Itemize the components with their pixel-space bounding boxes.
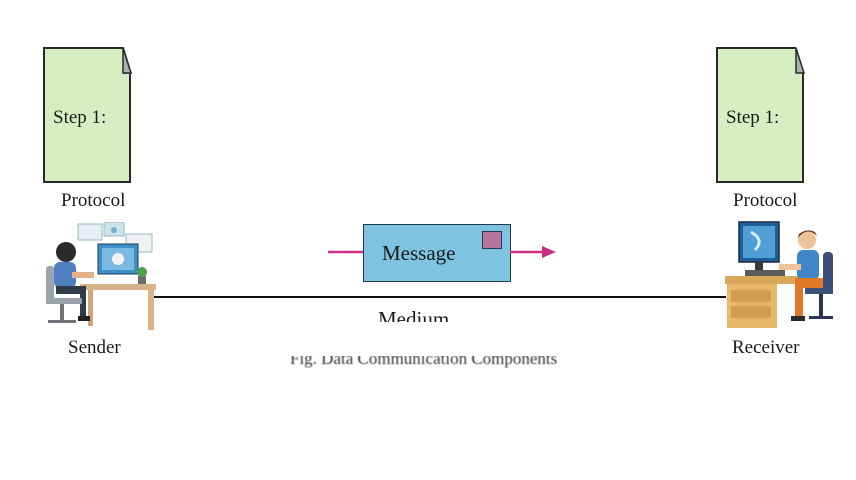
arrow-icon bbox=[328, 250, 364, 254]
receiver-protocol-steps: Step 1: Step 2: Step 3: ............... … bbox=[726, 55, 798, 428]
figure-caption-clip: Fig. Data Communication Components bbox=[290, 356, 590, 368]
receiver-person-icon bbox=[725, 221, 833, 328]
sender-step-line: ............... bbox=[53, 407, 125, 428]
message-envelope: Message bbox=[363, 224, 511, 282]
receiver-step-line: Step 1: bbox=[726, 107, 780, 128]
sender-person-icon bbox=[46, 222, 156, 330]
document-fold-icon bbox=[795, 47, 806, 74]
sender-protocol-label: Protocol bbox=[61, 190, 126, 211]
arrow-icon bbox=[510, 246, 556, 258]
receiver-protocol-document: Step 1: Step 2: Step 3: ............... … bbox=[716, 47, 804, 183]
medium-label-clip: Medium bbox=[378, 304, 488, 322]
transmission-medium-line bbox=[154, 296, 726, 298]
sender-label: Sender bbox=[68, 337, 121, 358]
sender-protocol-document: Step 1: Step 2: Step 3: ............... … bbox=[43, 47, 131, 183]
receiver-label: Receiver bbox=[732, 337, 800, 358]
receiver-step-line: ............... bbox=[726, 407, 798, 428]
medium-label: Medium bbox=[378, 307, 450, 322]
receiver-protocol-label: Protocol bbox=[733, 190, 798, 211]
sender-step-line: Step 1: bbox=[53, 107, 107, 128]
sender-protocol-steps: Step 1: Step 2: Step 3: ............... … bbox=[53, 55, 125, 428]
figure-caption: Fig. Data Communication Components bbox=[290, 356, 558, 368]
message-label: Message bbox=[382, 241, 456, 265]
document-fold-icon bbox=[122, 47, 133, 74]
stamp-icon bbox=[482, 231, 502, 249]
sender-step-line: Step 2: bbox=[53, 182, 107, 203]
receiver-step-line: Step 2: bbox=[726, 182, 780, 203]
